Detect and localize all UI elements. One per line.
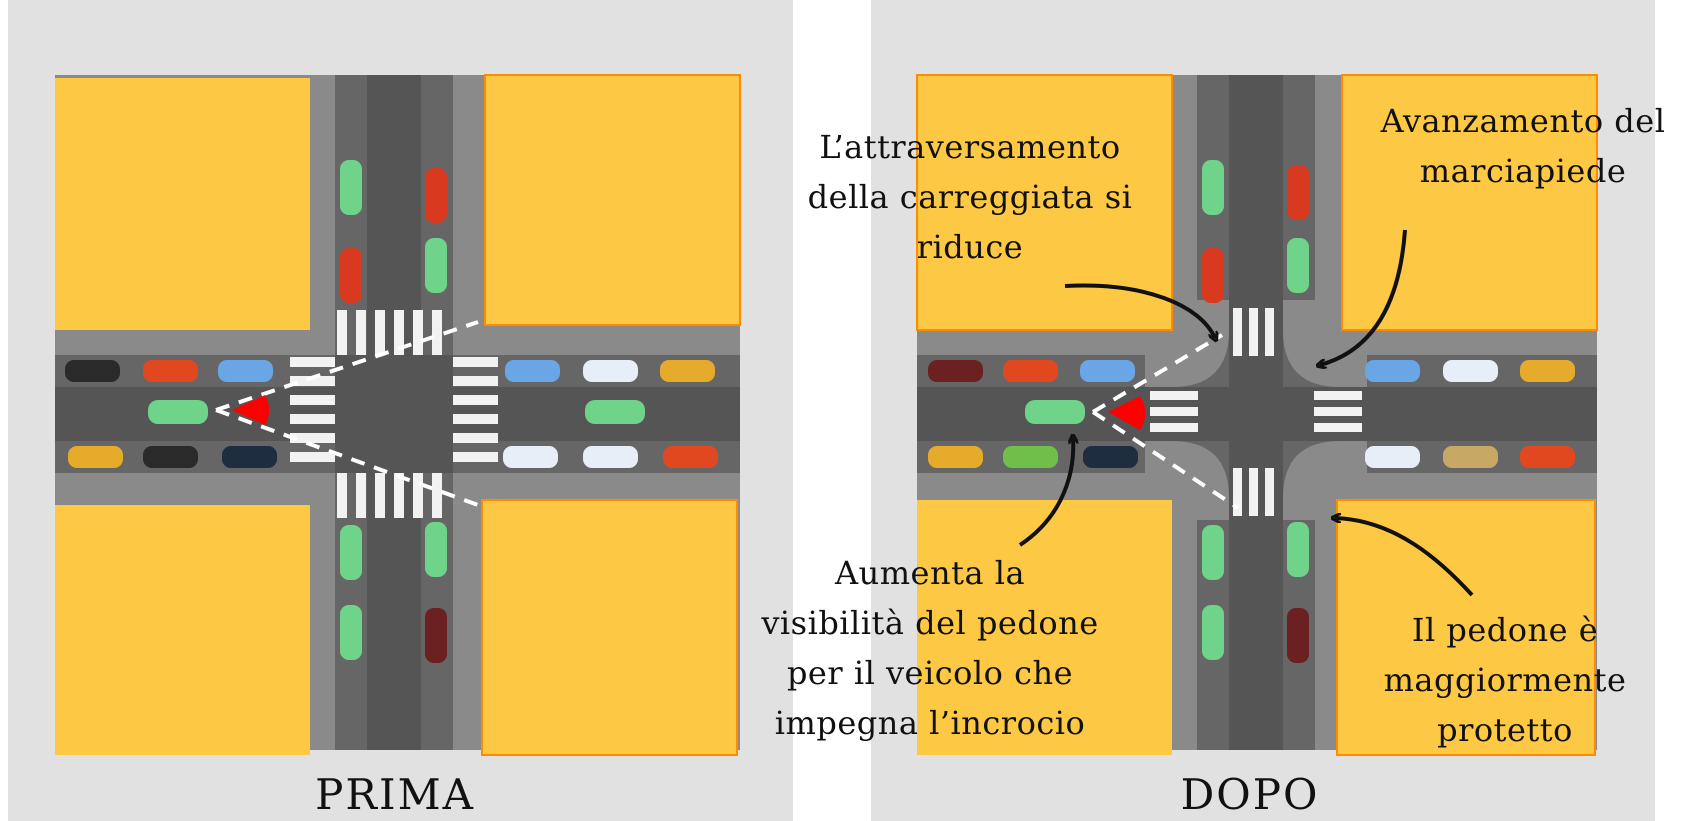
building-block [481, 499, 738, 756]
crosswalk-west [290, 357, 335, 462]
building-block [1341, 74, 1598, 331]
crosswalk-east [453, 357, 498, 462]
annotation-line: impegna l’incrocio [774, 704, 1086, 742]
visibility-cone-icon [232, 395, 270, 425]
parked-cars [65, 160, 718, 663]
annotation-line: L’attraversamento [819, 128, 1121, 166]
approaching-car [148, 400, 208, 424]
crosswalk-south [337, 473, 442, 518]
visibility-arrow [1018, 438, 1073, 547]
sight-line [1091, 333, 1224, 414]
crosswalk-south [1233, 468, 1274, 516]
crosswalk-east [1314, 391, 1362, 432]
before-caption: PRIMA [315, 770, 475, 819]
after-caption: DOPO [1180, 770, 1320, 819]
sidewalk-annotation: Avanzamento del marciapiede [1368, 96, 1678, 196]
building-block [484, 74, 741, 326]
sight-line [1091, 410, 1240, 510]
visibility-cone-icon [1108, 396, 1146, 430]
annotation-line: Aumenta la [834, 554, 1026, 592]
annotation-line: maggiormente [1383, 661, 1627, 699]
building-block [917, 500, 1172, 755]
annotation-line: Avanzamento del [1380, 102, 1666, 140]
building-block [55, 505, 310, 755]
protected-arrow [1335, 518, 1474, 597]
annotation-line: per il veicolo che [786, 654, 1074, 692]
visibility-annotation: Aumenta la visibilità del pedone per il … [745, 548, 1115, 748]
building-block [1336, 499, 1596, 756]
car [585, 400, 645, 424]
crossing-annotation: L’attraversamento della carreggiata si r… [780, 122, 1160, 272]
sidewalk-arrow [1320, 229, 1407, 365]
crosswalk-north [337, 310, 442, 355]
intersection-center [1172, 387, 1340, 441]
annotation-line: protetto [1437, 711, 1573, 749]
crosswalk-north [1233, 308, 1274, 356]
annotation-line: visibilità del pedone [761, 604, 1099, 642]
protected-annotation: Il pedone è maggiormente protetto [1375, 605, 1635, 755]
after-intersection [916, 74, 1598, 756]
building-block [55, 78, 310, 330]
crosswalk-west [1150, 391, 1198, 432]
annotation-line: della carreggiata si [807, 178, 1133, 216]
crossing-arrow [1064, 283, 1215, 338]
intersection-center [335, 355, 453, 473]
annotation-line: riduce [916, 228, 1024, 266]
annotation-line: marciapiede [1419, 152, 1627, 190]
parked-cars [928, 160, 1575, 663]
annotation-line: Il pedone è [1411, 611, 1599, 649]
approaching-car [1025, 400, 1085, 424]
before-intersection [55, 74, 741, 756]
